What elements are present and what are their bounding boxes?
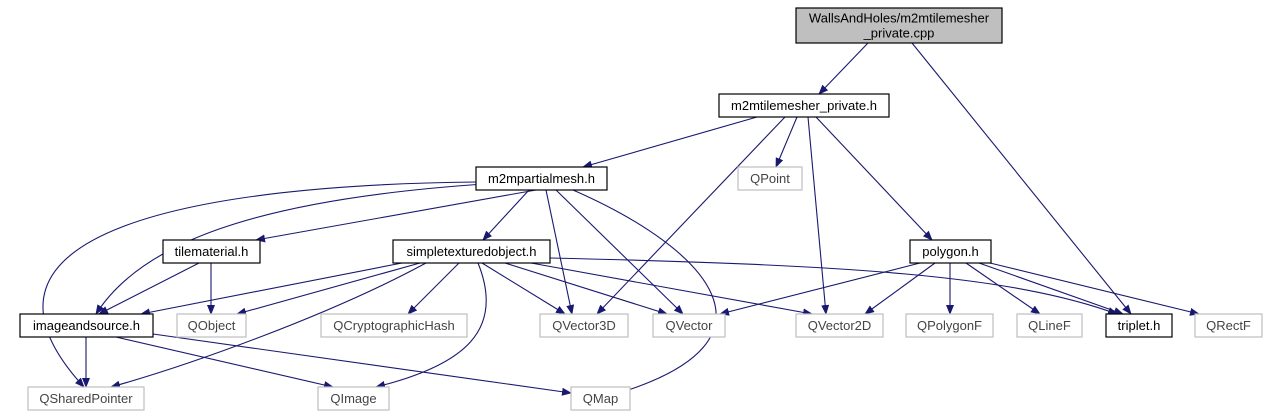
node-tilematerial-h[interactable]: tilematerial.h <box>162 239 261 264</box>
edge-tilematerial-h-to-imageandsource-h <box>98 262 200 315</box>
node-qvector: QVector <box>652 313 726 338</box>
node-box <box>795 313 884 338</box>
node-m2mpartialmesh-h[interactable]: m2mpartialmesh.h <box>475 166 608 191</box>
node-label: QObject <box>188 318 236 333</box>
edge-simpletexturedobject-h-to-qvector2d <box>530 262 813 317</box>
node-label: m2mtilemesher_private.h <box>731 98 877 113</box>
edge-root-to-m2mtilemesher-private-h <box>818 42 869 95</box>
node-qvector3d: QVector3D <box>539 313 629 338</box>
node-qsharedpointer: QSharedPointer <box>27 386 145 411</box>
node-box <box>317 386 390 411</box>
node-box <box>737 166 803 191</box>
edge-polygon-h-to-qvector2d <box>864 262 936 315</box>
node-qvector2d: QVector2D <box>795 313 884 338</box>
node-box <box>320 313 468 338</box>
node-label: QPoint <box>750 171 790 186</box>
node-label: triplet.h <box>1118 318 1161 333</box>
node-qimage: QImage <box>317 386 390 411</box>
node-polygon-h[interactable]: polygon.h <box>909 239 992 264</box>
edge-polygon-h-to-qlinef <box>965 262 1041 315</box>
edge-polygon-h-to-triplet-h <box>978 262 1124 315</box>
node-label: QPolygonF <box>917 318 982 333</box>
node-qcryptographichash: QCryptographicHash <box>320 313 468 338</box>
edge-simpletexturedobject-h-to-qsharedpointer <box>110 262 427 389</box>
node-box <box>570 386 631 411</box>
edge-m2mtilemesher-private-h-to-qpoint <box>775 116 798 168</box>
node-root[interactable]: WallsAndHoles/m2mtilemesher_private.cpp <box>795 7 1003 44</box>
node-triplet-h[interactable]: triplet.h <box>1105 313 1173 338</box>
node-label: QVector3D <box>552 318 616 333</box>
node-box <box>539 313 629 338</box>
edge-m2mtilemesher-private-h-to-polygon-h <box>815 116 933 241</box>
node-box <box>1194 313 1263 338</box>
edge-m2mtilemesher-private-h-to-qvector2d <box>807 116 830 315</box>
node-label: simpletexturedobject.h <box>406 244 536 259</box>
node-imageandsource-h[interactable]: imageandsource.h <box>19 313 154 338</box>
edge-m2mpartialmesh-h-to-tilematerial-h <box>255 189 537 243</box>
edge-simpletexturedobject-h-to-qvector3d <box>481 262 566 315</box>
node-box <box>19 313 154 338</box>
node-label: QVector <box>666 318 714 333</box>
node-qrectf: QRectF <box>1194 313 1263 338</box>
node-label: QMap <box>583 391 618 406</box>
edge-imageandsource-h-to-qmap <box>152 333 572 396</box>
node-qlinef: QLineF <box>1016 313 1083 338</box>
edge-polygon-h-to-qrectf <box>989 262 1200 316</box>
node-box <box>475 166 608 191</box>
node-box <box>27 386 145 411</box>
node-box <box>905 313 994 338</box>
node-box <box>795 7 1003 44</box>
node-label: _private.cpp <box>863 26 935 41</box>
node-box <box>909 239 992 264</box>
edge-m2mpartialmesh-h-to-qvector3d <box>545 189 575 315</box>
node-simpletexturedobject-h[interactable]: simpletexturedobject.h <box>392 239 551 264</box>
node-label: QImage <box>330 391 376 406</box>
edge-simpletexturedobject-h-to-qvector <box>504 262 668 316</box>
edge-imageandsource-h-to-qimage <box>115 336 334 389</box>
node-label: WallsAndHoles/m2mtilemesher <box>809 11 990 26</box>
edge-simpletexturedobject-h-to-qcryptographichash <box>407 262 460 315</box>
node-box <box>718 93 890 118</box>
node-label: polygon.h <box>922 244 978 259</box>
edge-m2mpartialmesh-h-to-qvector <box>555 189 684 315</box>
edge-m2mpartialmesh-h-to-imageandsource-h <box>95 183 485 315</box>
node-qpolygonf: QPolygonF <box>905 313 994 338</box>
edge-simpletexturedobject-h-to-qimage <box>375 262 487 389</box>
node-label: m2mpartialmesh.h <box>488 171 595 186</box>
node-box <box>652 313 726 338</box>
edge-root-to-triplet-h <box>911 42 1132 315</box>
node-label: tilematerial.h <box>175 244 249 259</box>
edges-layer <box>42 42 1200 396</box>
node-qpoint: QPoint <box>737 166 803 191</box>
node-label: QCryptographicHash <box>333 318 454 333</box>
nodes-layer: WallsAndHoles/m2mtilemesher_private.cppm… <box>19 7 1263 411</box>
node-m2mtilemesher-private-h[interactable]: m2mtilemesher_private.h <box>718 93 890 118</box>
node-label: QLineF <box>1028 318 1071 333</box>
node-qmap: QMap <box>570 386 631 411</box>
node-box <box>392 239 551 264</box>
node-label: imageandsource.h <box>33 318 140 333</box>
edge-polygon-h-to-qvector <box>719 262 921 316</box>
edge-simpletexturedobject-h-to-triplet-h <box>549 257 1118 315</box>
node-label: QVector2D <box>808 318 872 333</box>
edge-m2mpartialmesh-h-to-qmap <box>572 189 717 395</box>
edge-m2mtilemesher-private-h-to-m2mpartialmesh-h <box>582 116 758 169</box>
node-box <box>162 239 261 264</box>
node-box <box>1016 313 1083 338</box>
edge-simpletexturedobject-h-to-imageandsource-h <box>140 262 403 317</box>
edge-simpletexturedobject-h-to-qobject <box>236 262 421 316</box>
node-label: QSharedPointer <box>39 391 133 406</box>
node-qobject: QObject <box>176 313 247 338</box>
node-box <box>1105 313 1173 338</box>
node-box <box>176 313 247 338</box>
node-label: QRectF <box>1206 318 1251 333</box>
edge-m2mpartialmesh-h-to-simpletexturedobject-h <box>482 189 530 241</box>
